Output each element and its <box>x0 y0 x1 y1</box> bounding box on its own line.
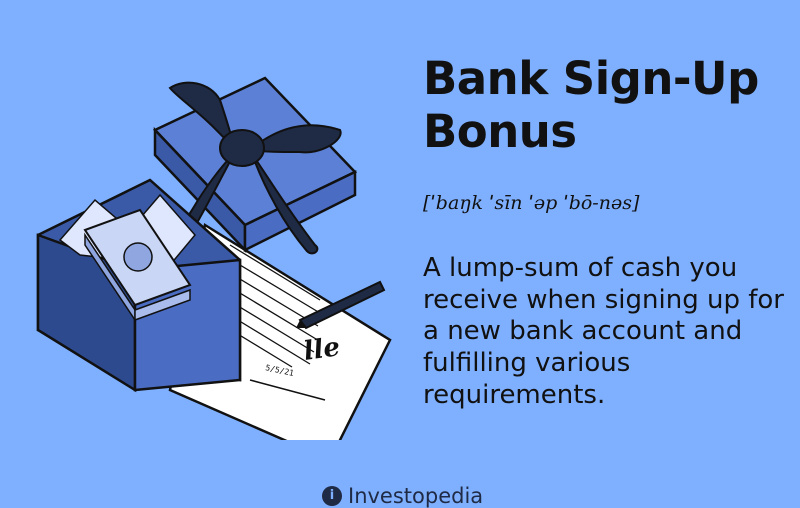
term-title: Bank Sign-Up Bonus <box>423 52 759 159</box>
signature: lle <box>302 332 342 367</box>
pronunciation: [ˈbaŋk ˈsīn ˈəp ˈbō-nəs] <box>423 192 640 214</box>
gift-box-illustration: 5/5/21 lle <box>36 76 392 440</box>
investopedia-logo-icon: i <box>322 486 342 506</box>
brand-name: Investopedia <box>348 484 484 508</box>
cash-stack <box>83 208 192 323</box>
brand-logo: i Investopedia <box>322 484 483 508</box>
gift-box-base <box>36 178 242 393</box>
definition-text: A lump-sum of cash you receive when sign… <box>423 253 784 410</box>
ribbon-bow <box>168 81 342 255</box>
pen <box>296 280 386 330</box>
